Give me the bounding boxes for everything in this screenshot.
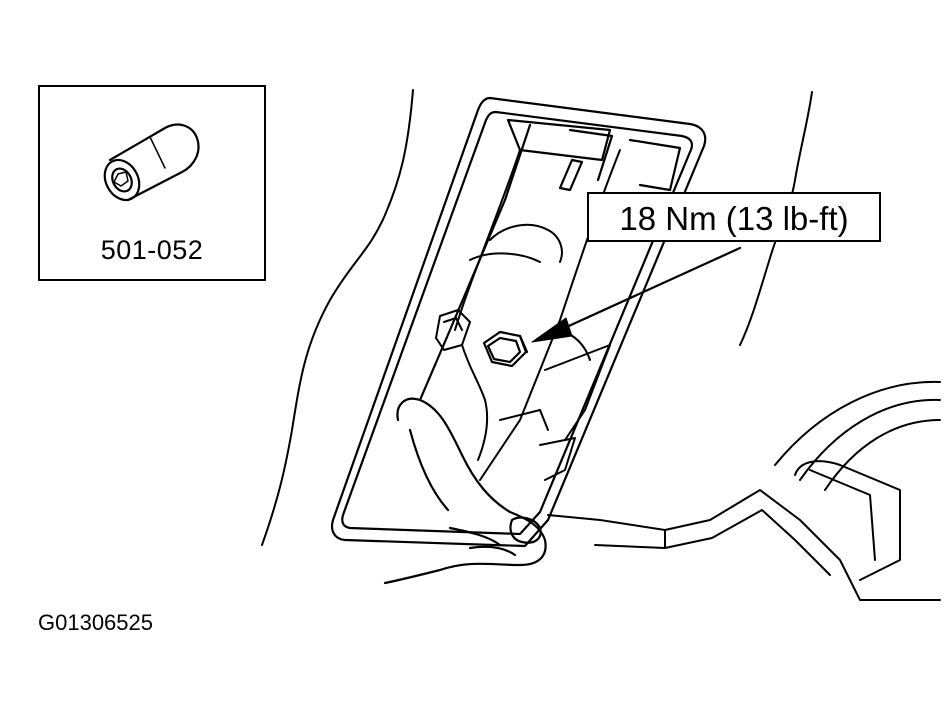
lamp-housing bbox=[330, 96, 707, 548]
tool-number: 501-052 bbox=[100, 235, 204, 265]
arrowhead-icon bbox=[531, 317, 573, 343]
hand bbox=[383, 397, 547, 585]
socket-tool-icon bbox=[103, 123, 200, 202]
figure-id: G01306525 bbox=[38, 610, 153, 635]
leader-line bbox=[558, 246, 742, 332]
bolt-icon bbox=[482, 330, 529, 368]
torque-value: 18 Nm (13 lb-ft) bbox=[619, 200, 849, 237]
housing-interior bbox=[454, 149, 621, 481]
body-panel-left-edge bbox=[261, 89, 414, 546]
wheel-arch bbox=[774, 380, 941, 491]
torque-callout: 18 Nm (13 lb-ft) bbox=[587, 192, 881, 242]
connector bbox=[435, 309, 489, 461]
lower-bracket bbox=[547, 460, 941, 601]
special-tool-box: 501-052 bbox=[38, 85, 266, 281]
